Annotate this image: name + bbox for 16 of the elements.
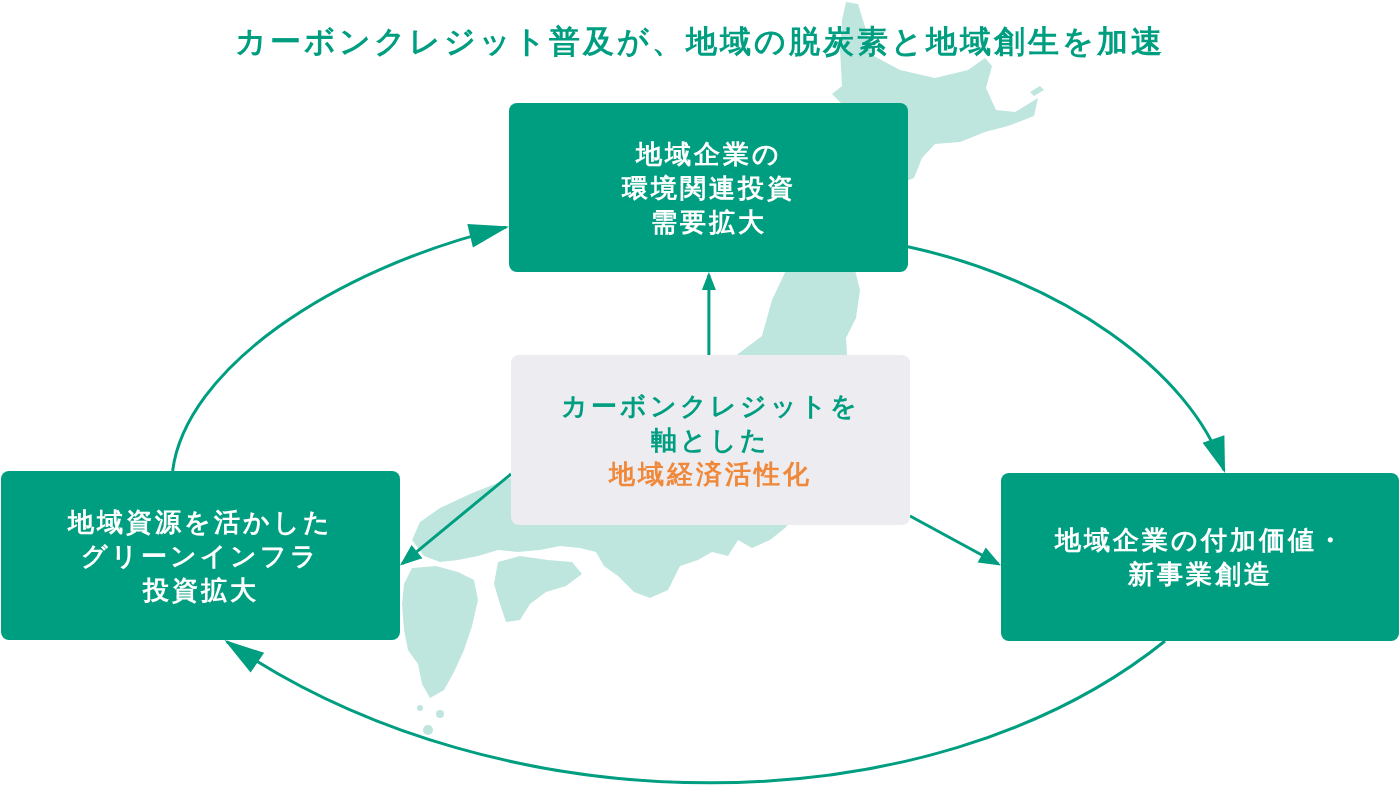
process-box — [509, 103, 908, 272]
arrow — [224, 639, 1166, 785]
node-label: 地域経済活性化 — [609, 458, 812, 491]
arrow — [701, 272, 716, 355]
node-label: 地域企業の付加価値・新事業創造 — [1054, 524, 1346, 591]
arrow — [171, 225, 509, 472]
node-label: カーボンクレジットを軸とした — [561, 390, 860, 457]
arrow — [909, 514, 1002, 566]
title: カーボンクレジット普及が、地域の脱炭素と地域創生を加速 — [235, 22, 1165, 61]
node-label: 地域企業の環境関連投資需要拡大 — [621, 137, 796, 239]
node-label: 地域資源を活かしたグリーンインフラ投資拡大 — [68, 505, 333, 607]
arrow — [400, 472, 512, 566]
arrow — [907, 245, 1226, 473]
process-box — [1, 471, 400, 640]
center-box — [511, 355, 910, 525]
process-box — [1001, 473, 1399, 641]
